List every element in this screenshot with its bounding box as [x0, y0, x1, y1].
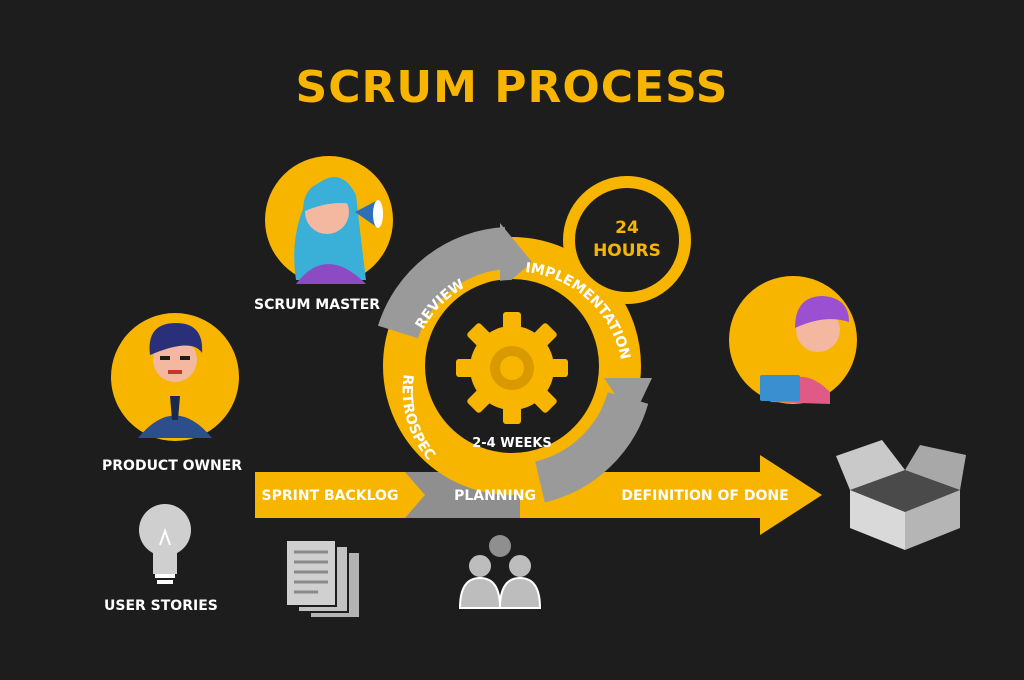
user-stories-label: USER STORIES [104, 598, 218, 614]
planning-label: PLANNING [454, 488, 536, 504]
gear-icon [456, 312, 568, 424]
team-icon [458, 535, 542, 609]
daily-hours-unit: HOURS [593, 241, 661, 261]
daily-hours-number: 24 [615, 218, 639, 238]
documents-icon [285, 539, 361, 619]
scrum-master-avatar [265, 156, 393, 284]
box-icon [836, 440, 966, 550]
daily-cycle-ring [563, 176, 691, 304]
developer-avatar [729, 276, 857, 404]
sprint-duration-label: 2-4 WEEKS [472, 436, 552, 451]
product-owner-avatar [111, 313, 239, 441]
lightbulb-icon [139, 504, 191, 584]
sprint-backlog-label: SPRINT BACKLOG [262, 488, 399, 504]
product-owner-label: PRODUCT OWNER [102, 458, 243, 474]
scrum-master-label: SCRUM MASTER [254, 297, 381, 313]
page-title: SCRUM PROCESS [295, 62, 729, 113]
definition-of-done-label: DEFINITION OF DONE [621, 488, 788, 504]
